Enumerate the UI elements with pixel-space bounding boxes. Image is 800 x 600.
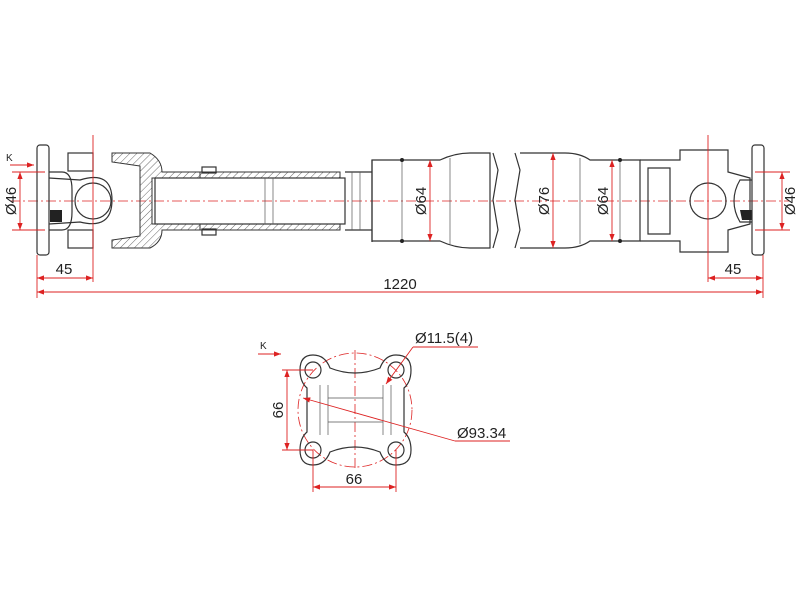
flange-view-label-k: K — [260, 341, 267, 352]
dim-offset-left: 45 — [56, 261, 73, 278]
dimensions — [10, 135, 790, 298]
flange-view — [258, 346, 510, 492]
right-yoke — [640, 144, 765, 256]
dim-total-length: 1220 — [383, 276, 416, 293]
dim-tube-left: Ø64 — [413, 187, 430, 215]
view-label-k: K — [6, 153, 13, 164]
left-flange — [36, 144, 73, 256]
slip-tube — [154, 160, 373, 242]
dim-bolt-horizontal: 66 — [346, 471, 363, 488]
dim-bolt-hole: Ø11.5(4) — [415, 330, 473, 347]
dim-offset-right: 45 — [725, 261, 742, 278]
dim-flange-left: Ø46 — [3, 187, 20, 215]
dim-flange-right: Ø46 — [782, 187, 799, 215]
main-tube — [371, 152, 641, 249]
dim-pitch-circle: Ø93.34 — [457, 425, 506, 442]
dim-tube-right: Ø64 — [595, 187, 612, 215]
dim-bolt-vertical: 66 — [270, 402, 287, 419]
dim-tube-mid: Ø76 — [536, 187, 553, 215]
